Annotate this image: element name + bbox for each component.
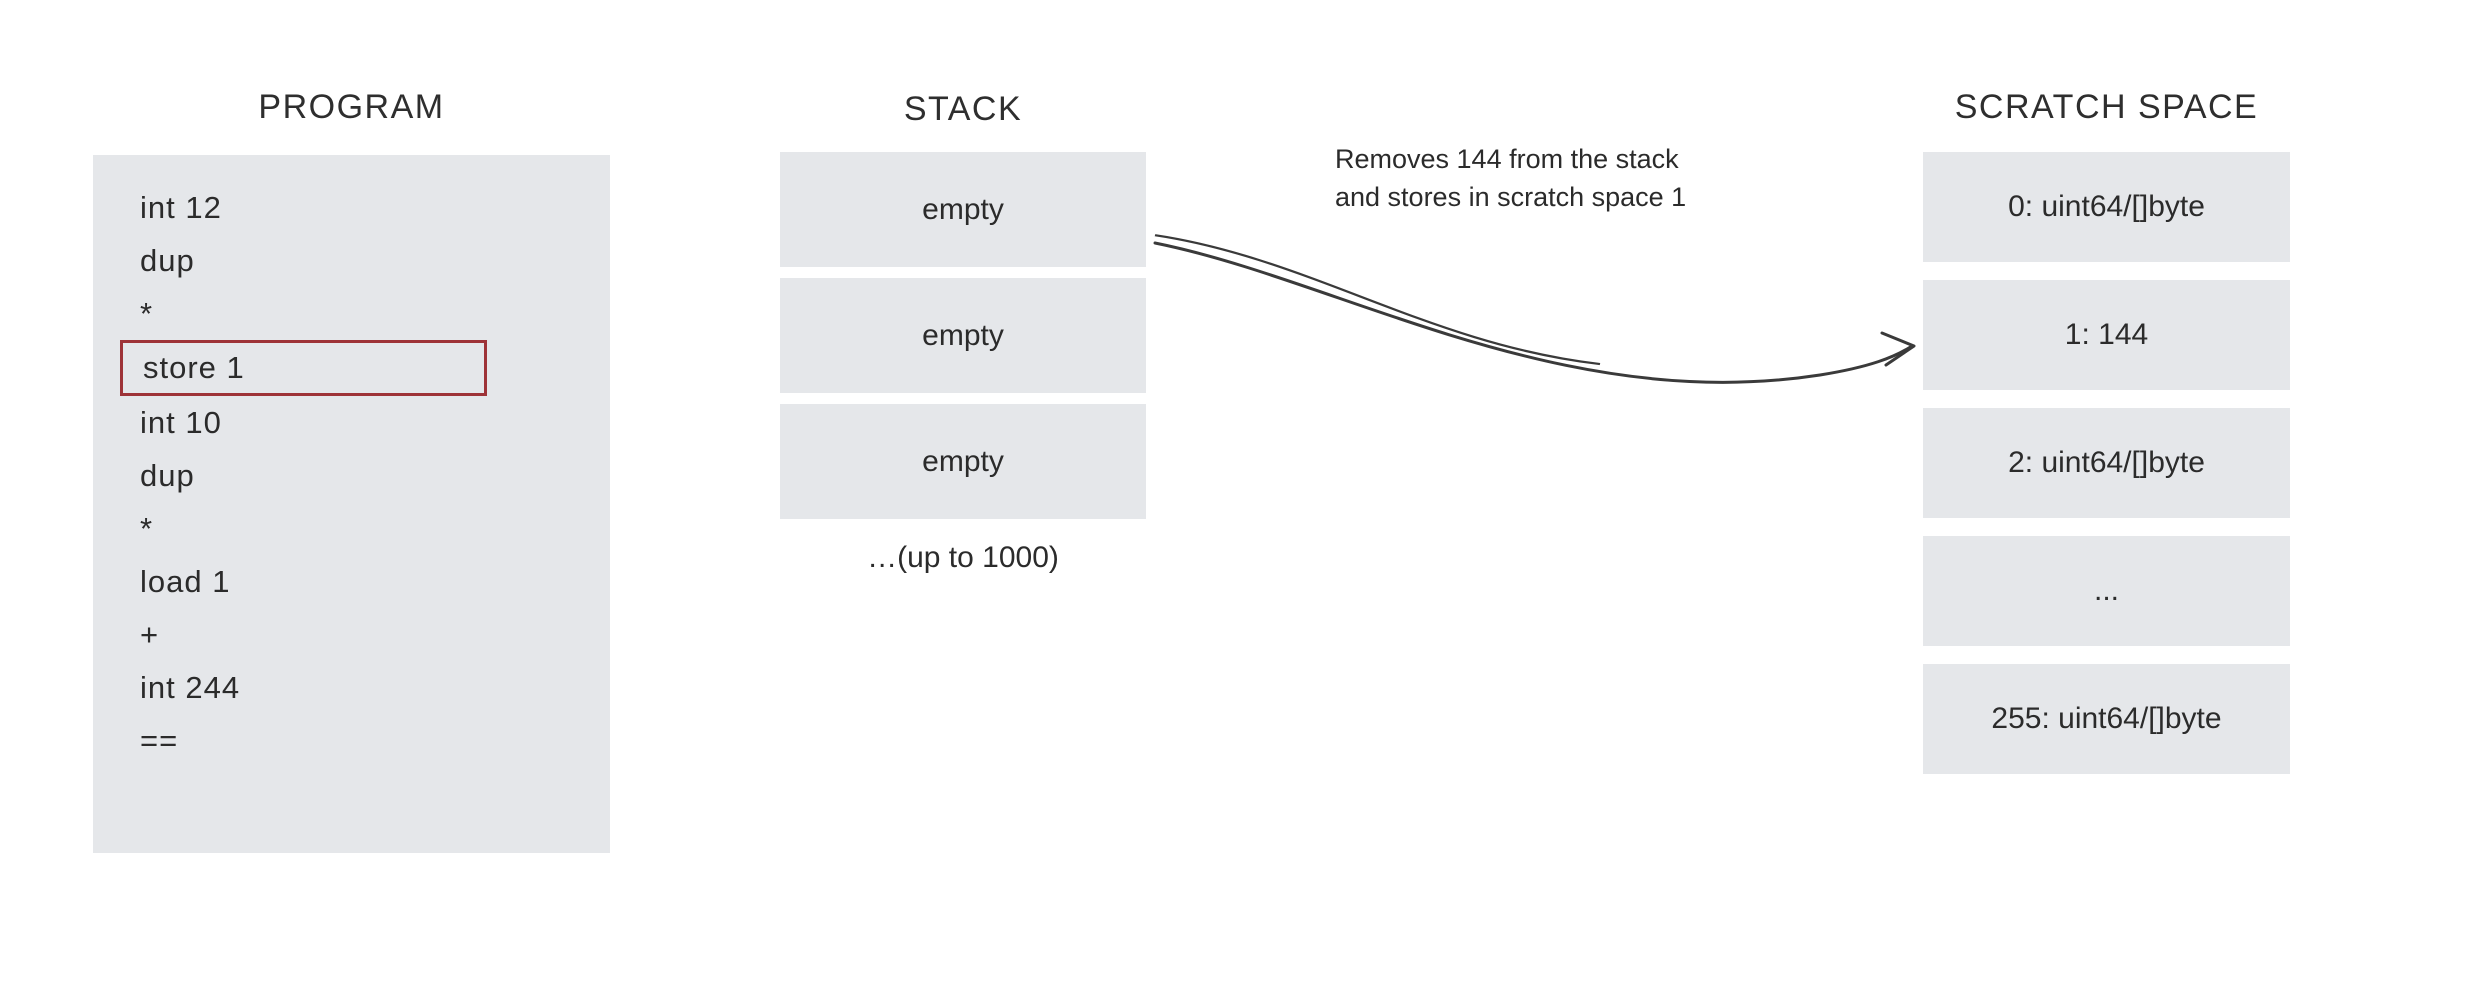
program-line-label: == [140,723,179,758]
program-line-label: int 12 [140,190,222,225]
program-line-label: + [140,617,160,652]
stack-capacity-note: …(up to 1000) [867,541,1059,574]
scratch-cell-label: 1: 144 [2064,318,2149,351]
program-line-label: dup [140,243,195,278]
program-panel: int 12 dup * store 1 int 10 dup * load [93,155,610,853]
curved-arrow-icon [1153,234,1916,384]
scratch-cell-255: 255: uint64/[]byte [1923,664,2290,774]
program-line-equals: == [140,714,580,767]
stack-cell-label: empty [922,444,1004,478]
program-line-label: * [140,511,154,546]
scratch-cell-2: 2: uint64/[]byte [1923,408,2290,518]
program-line-mul-2: * [140,502,580,555]
stack-cell-label: empty [922,192,1004,226]
stack-cell: empty [780,404,1146,519]
program-line-label: dup [140,458,195,493]
stack-cell: empty [780,278,1146,393]
stack-cell: empty [780,152,1146,267]
program-line-mul-1: * [140,287,580,340]
scratch-cell-label: ... [2093,574,2119,607]
program-line-int-10: int 10 [140,396,580,449]
program-line-label: store 1 [143,350,245,385]
program-line-int-12: int 12 [140,181,580,234]
program-line-int-244: int 244 [140,661,580,714]
stack-cell-list: empty empty empty [780,152,1146,530]
annotation-line-2: and stores in scratch space 1 [1335,182,1687,212]
scratch-cell-label: 2: uint64/[]byte [2008,446,2205,479]
scratch-cell-0: 0: uint64/[]byte [1923,152,2290,262]
program-column-header: PROGRAM [258,88,445,126]
program-instruction-list: int 12 dup * store 1 int 10 dup * load [120,181,580,767]
program-line-add: + [140,608,580,661]
scratch-cell-1: 1: 144 [1923,280,2290,390]
program-line-dup-2: dup [140,449,580,502]
program-line-label: load 1 [140,564,231,599]
stack-column-header: STACK [903,90,1023,128]
scratch-cell-label: 0: uint64/[]byte [2008,190,2205,223]
program-line-load-1: load 1 [140,555,580,608]
annotation-line-1: Removes 144 from the stack [1335,144,1679,174]
stack-cell-label: empty [922,318,1004,352]
program-line-dup-1: dup [140,234,580,287]
annotation-callout: Removes 144 from the stack and stores in… [1335,140,1775,216]
program-line-label: * [140,296,154,331]
program-line-label: int 244 [140,670,241,705]
scratch-space-column-header: SCRATCH SPACE [1954,88,2259,126]
scratch-cell-ellipsis: ... [1923,536,2290,646]
scratch-cell-label: 255: uint64/[]byte [1991,702,2222,735]
program-line-store-1-highlighted: store 1 [120,340,487,396]
program-line-label: int 10 [140,405,222,440]
scratch-cell-list: 0: uint64/[]byte 1: 144 2: uint64/[]byte… [1923,152,2290,792]
